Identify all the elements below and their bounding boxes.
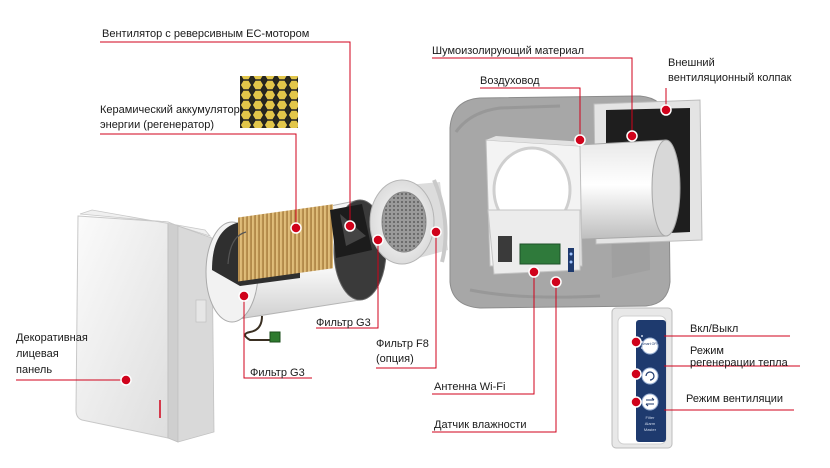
ceramic-regenerator-slats [238,204,333,282]
callout-markers [120,104,672,408]
label-filter-g3-right: Фильтр G3 [316,317,371,329]
marker-humidity [550,276,562,288]
label-filter-g3-left: Фильтр G3 [250,367,305,379]
label-filter-f8-1: Фильтр F8 [376,338,429,350]
callout-lines [16,41,800,433]
mode-alarm-label: Alarm [645,421,656,426]
marker-onoff [630,336,642,348]
circuit-board [519,243,561,265]
marker-vent [630,396,642,408]
air-duct [559,139,681,241]
label-hood-1: Внешний [668,57,715,69]
filter-f8-disc [369,179,448,265]
control-panel: Smart OFF Filter Alarm Master [611,307,673,449]
inner-housing [485,136,584,275]
label-hood-2: вентиляционный колпак [668,72,792,84]
label-on-off: Вкл/Выкл [690,323,739,335]
callout-line-humidity [432,282,557,433]
marker-hood [660,104,672,116]
label-panel-3: панель [16,364,53,376]
control-btn-top-label: Smart OFF [641,342,658,346]
power-button-icon [641,337,659,355]
marker-wifi [528,266,540,278]
callout-line-insulation [432,57,633,136]
filter-connector [269,331,281,343]
mode-filter-label: Filter [646,415,656,420]
label-duct: Воздуховод [480,75,540,87]
callout-line-wifi [432,272,535,395]
ventilation-mode-button-icon [641,393,659,411]
side-indicator-strip [568,248,574,272]
mode-master-label: Master [644,427,657,432]
marker-regen [630,368,642,380]
label-fan: Вентилятор с реверсивным ЕС-мотором [102,28,310,40]
callout-line-g3-right [316,240,379,329]
honeycomb-swatch [240,76,298,128]
label-panel-2: лицевая [16,348,59,360]
heat-regen-button-icon [641,367,659,385]
marker-fan [344,220,356,232]
decorative-front-panel [75,209,215,443]
label-wifi: Антенна Wi-Fi [434,381,506,393]
callout-line-ceramic [100,133,297,228]
marker-duct [574,134,586,146]
callout-line-duct [480,87,581,140]
marker-insulation [626,130,638,142]
label-regen-1: Режим [690,345,724,357]
label-panel-1: Декоративная [16,332,88,344]
marker-f8 [430,226,442,238]
marker-ceramic [290,222,302,234]
label-ceramic-2: энергии (регенератор) [100,119,215,131]
label-regen-2: регенерации тепла [690,357,788,369]
callout-line-f8 [376,232,437,369]
callout-line-g3-left [243,296,312,379]
label-insulation: Шумоизолирующий материал [432,45,585,57]
marker-g3-right [372,234,384,246]
label-filter-f8-2: (опция) [376,353,414,365]
label-ceramic-1: Керамический аккумулятор [100,104,240,116]
callout-line-fan [100,41,351,226]
label-vent-mode: Режим вентиляции [686,393,784,405]
label-humidity: Датчик влажности [434,419,527,431]
marker-g3-left [238,290,250,302]
regenerator-cylinder [205,199,387,343]
marker-panel [120,374,132,386]
